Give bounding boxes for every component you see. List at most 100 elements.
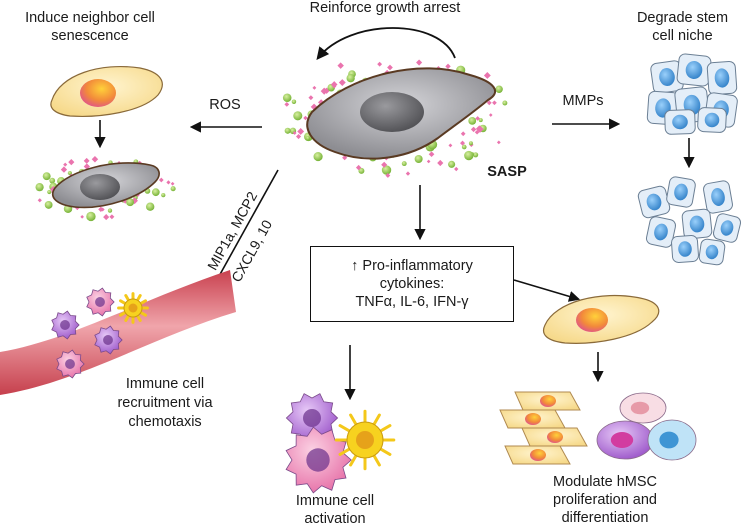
induce-label-line1: Induce neighbor cell [25,10,155,26]
reinforce-growth-arrest-label: Reinforce growth arrest [309,0,461,16]
sasp-factor-pink [80,215,84,219]
sasp-factor-green [461,144,467,150]
sasp-factor-pink [60,166,68,173]
sasp-factor-pink [492,100,497,106]
sasp-factor-pink [387,64,393,71]
sasp-factor-pink [426,159,431,164]
sasp-factor-pink [377,61,383,67]
modulate-label-line1: Modulate hMSC [553,474,657,490]
sasp-factor-green [282,93,292,103]
senescent-cell-left [51,162,160,209]
stem-cell [650,60,684,94]
sasp-factor-pink [91,156,99,163]
immune-cells-recruitment [51,287,149,379]
sasp-factor-green [502,100,508,106]
cytokines-box-line2: cytokines: [379,276,445,292]
sasp-factor-pink [470,126,477,133]
sasp-factor-pink [483,72,491,79]
sasp-factor-pink [337,62,344,69]
sasp-factor-green [414,154,423,164]
activation-label-line2: activation [304,511,366,527]
sasp-factor-green [313,151,323,162]
sasp-factor-pink [109,214,115,220]
sasp-factor-pink [496,140,501,145]
sasp-factor-green [47,189,52,195]
modulate-label-line2: proliferation and [553,492,657,508]
recruit-label-line1: Immune cell [125,376,205,392]
stem-cell [697,107,727,133]
cytokines-box-line3: TNFα, IL-6, IFN-γ [355,294,469,310]
sasp-factor-green [478,118,483,123]
sasp-factor-pink [284,102,290,107]
sasp-factor-pink [428,151,435,158]
sasp-factor-pink [166,180,171,185]
stem-niche-degraded [637,176,742,266]
sasp-factor-green [495,85,503,93]
recruit-label-line3: chemotaxis [128,414,202,430]
cytokines-box: ↑ Pro-inflammatory cytokines: TNFα, IL-6… [310,246,514,322]
sasp-factor-green [49,177,56,184]
stem-cell [671,235,699,263]
ros-label: ROS [209,97,241,113]
sasp-factor-green [44,200,53,209]
cytokines-box-line1: ↑ Pro-inflammatory [351,258,473,274]
sasp-factor-pink [292,131,297,135]
sasp-factor-green [305,136,310,141]
sasp-factor-pink [405,171,411,176]
sasp-factor-green [35,183,44,192]
sasp-factor-pink [158,177,164,183]
activation-label-line1: Immune cell [295,493,375,509]
stem-cell [712,213,742,243]
sasp-factor-pink [170,181,175,186]
sasp-factor-pink [297,128,305,135]
healthy-cell-right [543,294,660,344]
degrade-label-line2: cell niche [652,28,713,44]
sasp-factor-pink [83,157,90,164]
sasp-factor-pink [486,100,492,106]
hmsc-differentiated-cells [499,391,697,465]
stem-cell [703,180,733,214]
stem-niche-intact [646,53,738,135]
sasp-factor-green [293,111,303,121]
sasp-factor-green [358,167,365,174]
sasp-factor-green [151,188,160,197]
sasp-factor-green [468,141,473,146]
growth-arrest-arrow [316,27,456,60]
sasp-factor-pink [308,95,314,101]
stem-cell [637,185,671,219]
sasp-factor-green [291,99,297,105]
recruit-label-line2: recruitment via [117,395,213,411]
stem-cell [676,53,712,87]
sasp-factor-pink [68,159,75,166]
induce-label-line2: senescence [51,28,129,44]
sasp-factor-green [346,74,355,83]
sasp-factor-green [67,171,72,176]
stem-cell [698,238,726,266]
sasp-factor-pink [416,59,423,66]
sasp-factor-pink [342,155,348,161]
modulate-label-line3: differentiation [561,510,649,526]
sasp-factor-green [161,192,166,198]
sasp-factor-green [448,160,456,168]
mmps-label: MMPs [562,93,604,109]
sasp-factor-pink [103,214,110,221]
sasp-factor-pink [312,85,317,90]
immune-cells-activation [285,393,396,494]
sasp-factor-pink [460,131,466,137]
degrade-label-line1: Degrade stem [636,10,729,26]
sasp-factor-pink [475,116,480,121]
sasp-factor-pink [448,143,453,148]
sasp-factor-green [468,116,477,125]
sasp-factor-green [126,198,135,207]
sasp-factor-green [145,202,155,211]
sasp-factor-green [284,127,291,134]
sasp-factor-pink [437,159,444,167]
sasp-factor-green [401,161,407,167]
senescent-cell-center [306,67,497,160]
stem-cell [664,109,696,135]
stem-cell [666,176,696,208]
sasp-factor-pink [37,198,42,203]
sasp-factor-green [473,152,479,158]
